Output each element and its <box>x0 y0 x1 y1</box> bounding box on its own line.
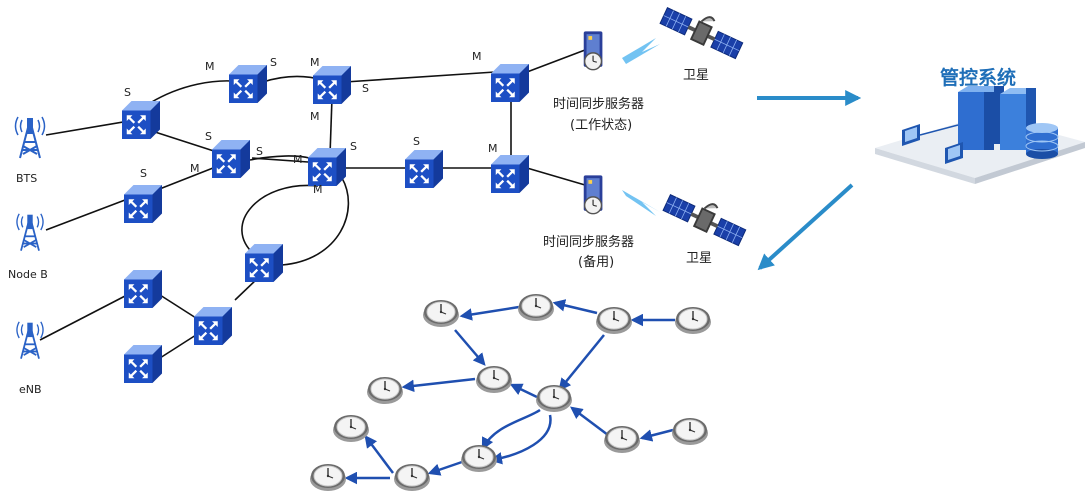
slave-label: S <box>413 135 420 148</box>
clock-icon <box>603 425 641 454</box>
primary-server-label: 时间同步服务器 <box>553 96 644 112</box>
satellite-label: 卫星 <box>683 68 709 83</box>
switch-icon <box>124 270 162 308</box>
master-label: M <box>205 60 215 73</box>
enb-label: eNB <box>19 383 42 396</box>
switch-icon <box>229 65 267 103</box>
slave-label: S <box>270 56 277 69</box>
role-labels: S M S M S M M S S M S M S M S M <box>124 50 498 196</box>
management-system: 管控系统 <box>875 66 1085 184</box>
master-label: M <box>293 153 303 166</box>
switch-icon <box>405 150 443 188</box>
switch-icon <box>124 185 162 223</box>
master-label: M <box>313 183 323 196</box>
clock-icon <box>422 299 460 328</box>
bts-label: BTS <box>16 172 37 185</box>
switch-icon <box>491 155 529 193</box>
clock-icon <box>517 293 555 322</box>
nodeb-label: Node B <box>8 268 48 281</box>
time-server-icon <box>582 174 604 215</box>
switch-icon <box>212 140 250 178</box>
slave-label: S <box>362 82 369 95</box>
clock-icon <box>309 463 347 492</box>
clock-icon <box>671 417 709 446</box>
antenna-tower-icon <box>15 212 45 252</box>
satellite-icon <box>658 5 747 62</box>
switch-icon <box>491 64 529 102</box>
master-label: M <box>310 56 320 69</box>
management-title: 管控系统 <box>940 66 1016 89</box>
switches <box>122 64 529 383</box>
antenna-tower-icon <box>14 116 46 159</box>
primary-server-status: (工作状态) <box>570 118 632 133</box>
master-label: M <box>472 50 482 63</box>
time-server-icon <box>582 30 604 71</box>
slave-label: S <box>140 167 147 180</box>
clock-icon <box>460 444 498 473</box>
signal-icon <box>622 38 660 64</box>
switch-icon <box>313 66 351 104</box>
server-cluster-icon <box>958 86 1036 150</box>
arrow-to-clock-network <box>757 183 854 271</box>
signal-icon <box>622 190 660 216</box>
clock-icon <box>674 306 712 335</box>
switch-icon <box>124 345 162 383</box>
slave-label: S <box>256 145 263 158</box>
monitor-icon <box>945 142 963 164</box>
clock-icon <box>332 414 370 443</box>
backup-server-label: 时间同步服务器 <box>543 234 634 250</box>
satellite-label: 卫星 <box>686 251 712 266</box>
clock-icon <box>535 384 573 413</box>
slave-label: S <box>124 86 131 99</box>
slave-label: S <box>350 140 357 153</box>
slave-label: S <box>205 130 212 143</box>
master-label: M <box>190 162 200 175</box>
clock-arrows <box>344 299 675 485</box>
switch-icon <box>122 101 160 139</box>
database-icon <box>1025 123 1059 159</box>
clock-icon <box>366 376 404 405</box>
switch-icon <box>308 148 346 186</box>
clock-network <box>309 293 712 492</box>
switch-icon <box>194 307 232 345</box>
switch-icon <box>245 244 283 282</box>
backup-server-status: (备用) <box>578 254 614 270</box>
master-label: M <box>310 110 320 123</box>
monitor-icon <box>902 124 959 146</box>
antenna-tower-icon <box>15 320 45 360</box>
clock-icon <box>475 365 513 394</box>
master-label: M <box>488 142 498 155</box>
clock-icon <box>393 463 431 492</box>
satellite-icon <box>661 192 750 249</box>
clock-icon <box>595 306 633 335</box>
